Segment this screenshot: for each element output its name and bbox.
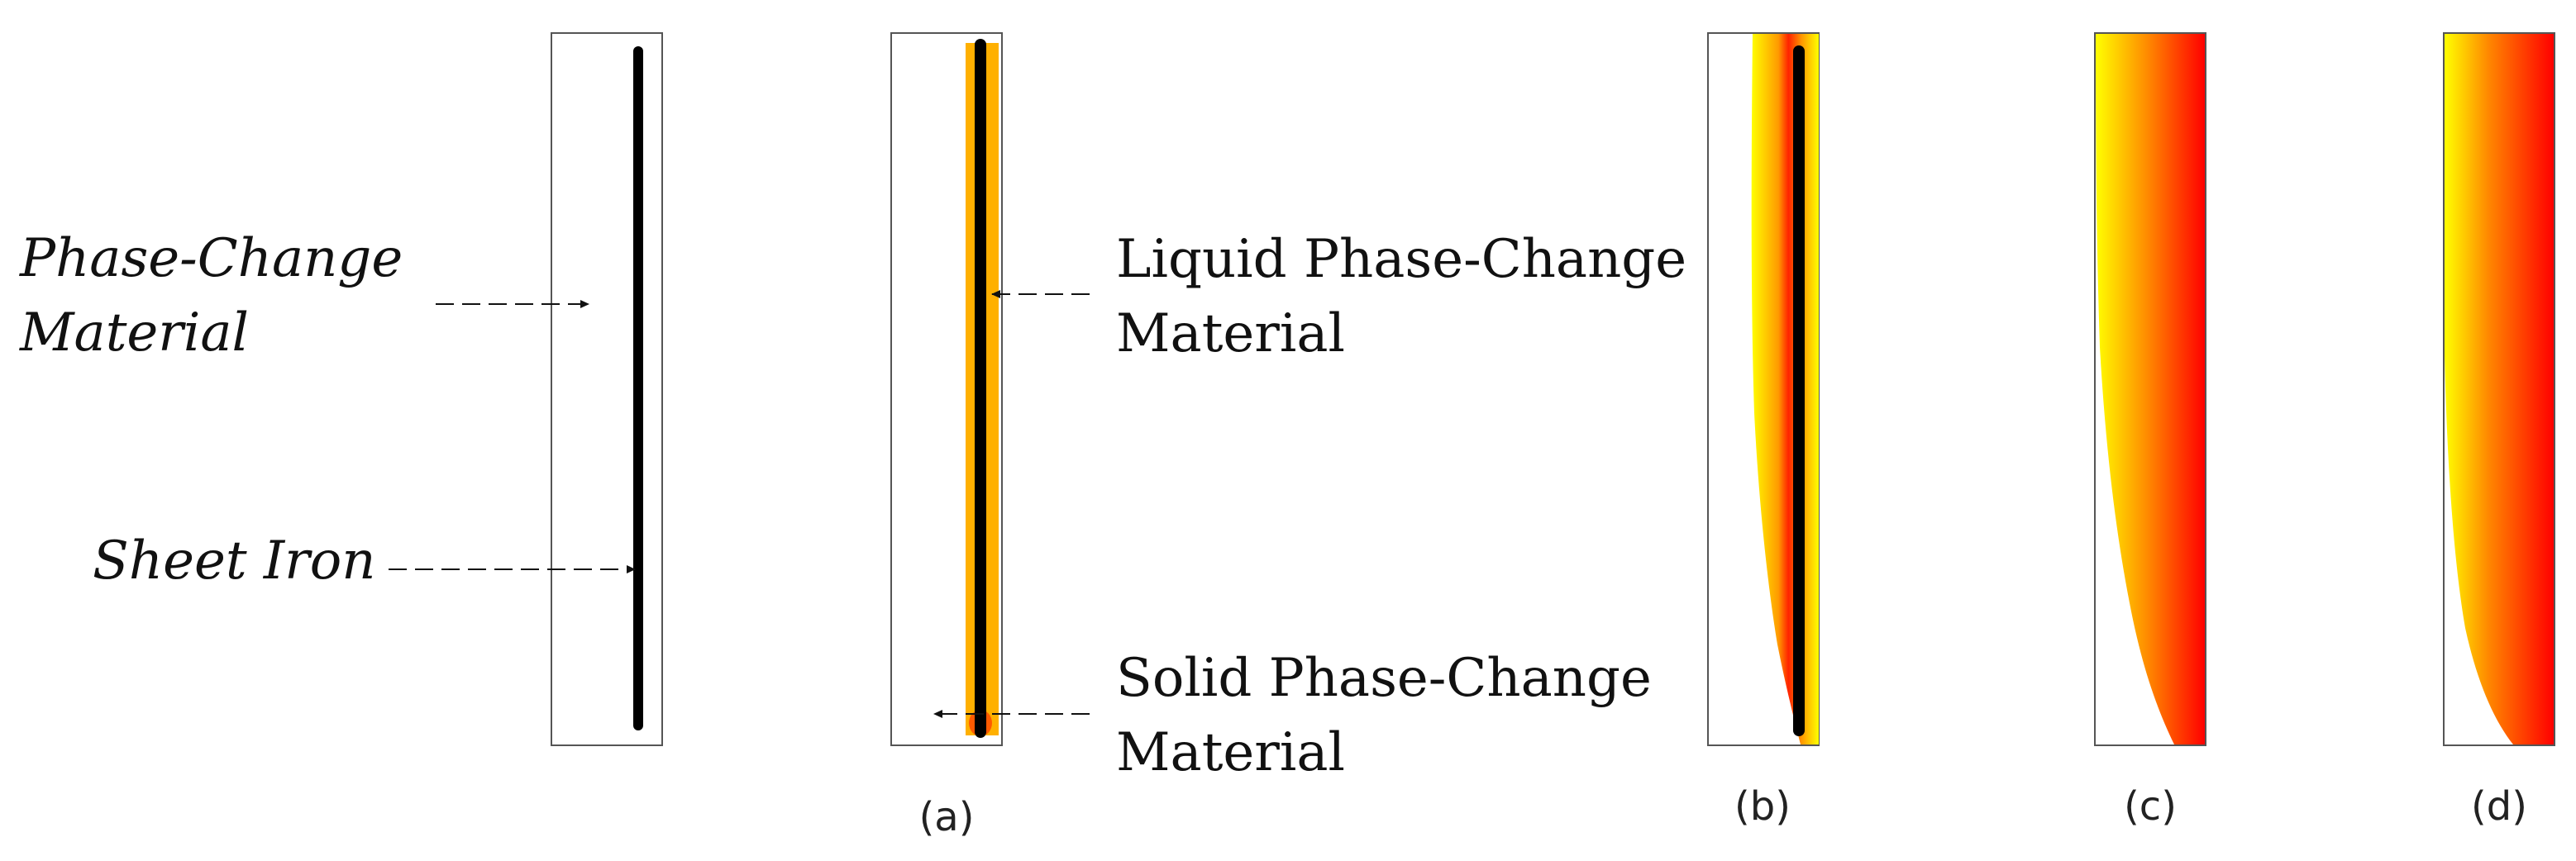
panel-c-melt-region (2096, 34, 2205, 744)
panel-c (2094, 32, 2206, 746)
panel-b-caption: (b) (1734, 783, 1791, 830)
solid-pcm-label-line1: Solid Phase-Change (1116, 648, 1652, 709)
liquid-pcm-label-line2: Material (1116, 303, 1345, 364)
panel-d (2443, 32, 2555, 746)
pcm-label-line2: Material (19, 302, 249, 364)
panel-d-caption: (d) (2471, 783, 2527, 830)
panel-d-melt-region (2445, 34, 2554, 744)
panel-a-caption: (a) (919, 794, 975, 840)
sheet-iron-label: Sheet Iron (93, 530, 376, 592)
liquid-pcm-label-line1: Liquid Phase-Change (1116, 229, 1686, 290)
pcm-label-line1: Phase-Change (19, 228, 403, 289)
solid-pcm-label-line2: Material (1116, 722, 1345, 783)
panel-c-caption: (c) (2124, 783, 2177, 830)
panel-b (1707, 32, 1820, 746)
schematic-panel (551, 32, 663, 746)
schematic-frame (551, 32, 663, 746)
panel-a (890, 32, 1003, 746)
